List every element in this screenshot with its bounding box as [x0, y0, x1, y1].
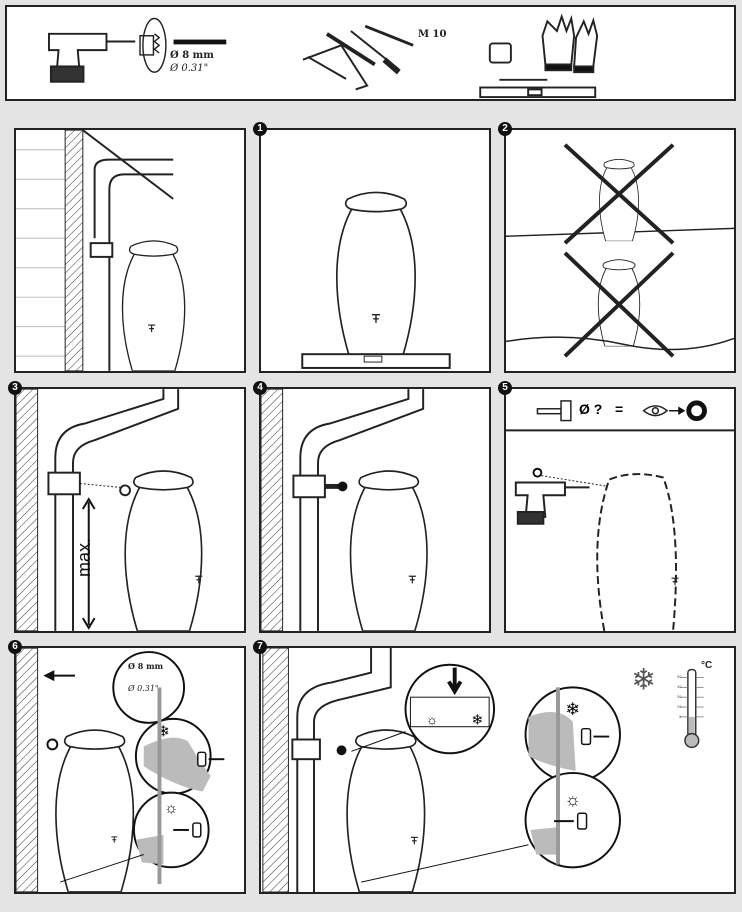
overview-panel — [14, 128, 246, 373]
step-3-panel: max. — [14, 387, 246, 633]
diameter-question: Ø ? — [579, 401, 603, 417]
spirit-level-icon — [479, 86, 597, 99]
svg-text:☼: ☼ — [426, 713, 439, 728]
thermometer-tick-label: 40 — [677, 684, 682, 689]
arrow-left-icon — [43, 670, 75, 682]
step-1-panel — [259, 128, 491, 373]
step-4-panel — [259, 387, 491, 633]
snowflake-icon: ❄ — [565, 699, 580, 719]
tools-illustration — [48, 13, 599, 99]
snowflake-icon: ❄ — [631, 663, 656, 696]
step-badge-5: 5 — [498, 381, 512, 395]
gasket-ring-icon — [686, 400, 707, 422]
max-height-illustration — [16, 389, 203, 631]
thermometer-tick-label: 30 — [677, 694, 682, 699]
step-badge-2: 2 — [498, 122, 512, 136]
incorrect-placement-illustration — [506, 143, 734, 358]
step-badge-6: 6 — [8, 640, 22, 654]
house-downpipe-illustration — [16, 130, 186, 371]
plug-icon — [192, 751, 207, 838]
thermometer-tick-label: 50 — [677, 674, 682, 679]
step-7-panel: ☼ ❄ ❄ ☼ ❄ °C 50 40 30 20 5 — [259, 646, 736, 894]
overflow-winter-summer-illustration: ❄ ☼ — [16, 648, 225, 892]
vase-level-illustration — [301, 191, 451, 369]
sun-icon: ☼ — [565, 789, 581, 809]
tools-panel: Ø 8 mm Ø 0.31" M 10 — [5, 5, 736, 101]
seasonal-switch-illustration: ☼ ❄ ❄ ☼ ❄ — [262, 648, 704, 892]
plug-icon — [576, 727, 592, 830]
file-icon — [325, 32, 376, 67]
detail-circle-drill — [112, 651, 186, 724]
thermometer-tick-label: 5 — [679, 714, 682, 719]
svg-text:❄: ❄ — [472, 713, 484, 728]
hole-saw-icon — [536, 400, 572, 422]
wrench-size-label: M 10 — [418, 29, 447, 40]
thermometer-icon — [680, 668, 704, 749]
arrow-down-icon — [447, 667, 463, 696]
drill-bit-diameter-in: Ø 0.31" — [128, 684, 159, 693]
max-height-label: max. — [74, 537, 94, 577]
step-badge-4: 4 — [253, 381, 267, 395]
drill-icon — [514, 481, 590, 525]
wrench-icon — [364, 24, 414, 47]
arrow-right-icon — [669, 406, 686, 415]
step-badge-7: 7 — [253, 640, 267, 654]
gloves-icon — [541, 13, 599, 74]
step-badge-1: 1 — [253, 122, 267, 136]
step-badge-3: 3 — [8, 381, 22, 395]
connect-downpipe-illustration — [261, 389, 429, 631]
hacksaw-icon — [302, 44, 369, 91]
drill-bit-diameter-in: Ø 0.31" — [170, 63, 209, 74]
step-5-panel: Ø ? = — [504, 387, 736, 633]
drill-hole-illustration — [506, 400, 734, 631]
temperature-unit: °C — [701, 660, 713, 671]
drill-bit-diameter-mm: Ø 8 mm — [128, 661, 164, 671]
cross-icon — [563, 143, 675, 358]
eye-icon — [642, 405, 669, 417]
screwdriver-icon — [350, 30, 401, 75]
step-6-panel: ❄ ☼ Ø 8 mm Ø 0.31" — [14, 646, 246, 894]
drill-bit-diameter-mm: Ø 8 mm — [170, 50, 214, 61]
tape-measure-icon — [488, 42, 512, 64]
sun-icon: ☼ — [164, 800, 178, 817]
step-2-panel — [504, 128, 736, 373]
height-arrow-icon — [81, 497, 96, 630]
drill-bit-icon — [173, 39, 227, 45]
wall-drill-icon — [139, 17, 167, 73]
thermometer-tick-label: 20 — [677, 704, 682, 709]
equals-sign: = — [615, 401, 624, 417]
drill-icon — [48, 32, 136, 83]
spirit-level-icon — [301, 353, 451, 369]
